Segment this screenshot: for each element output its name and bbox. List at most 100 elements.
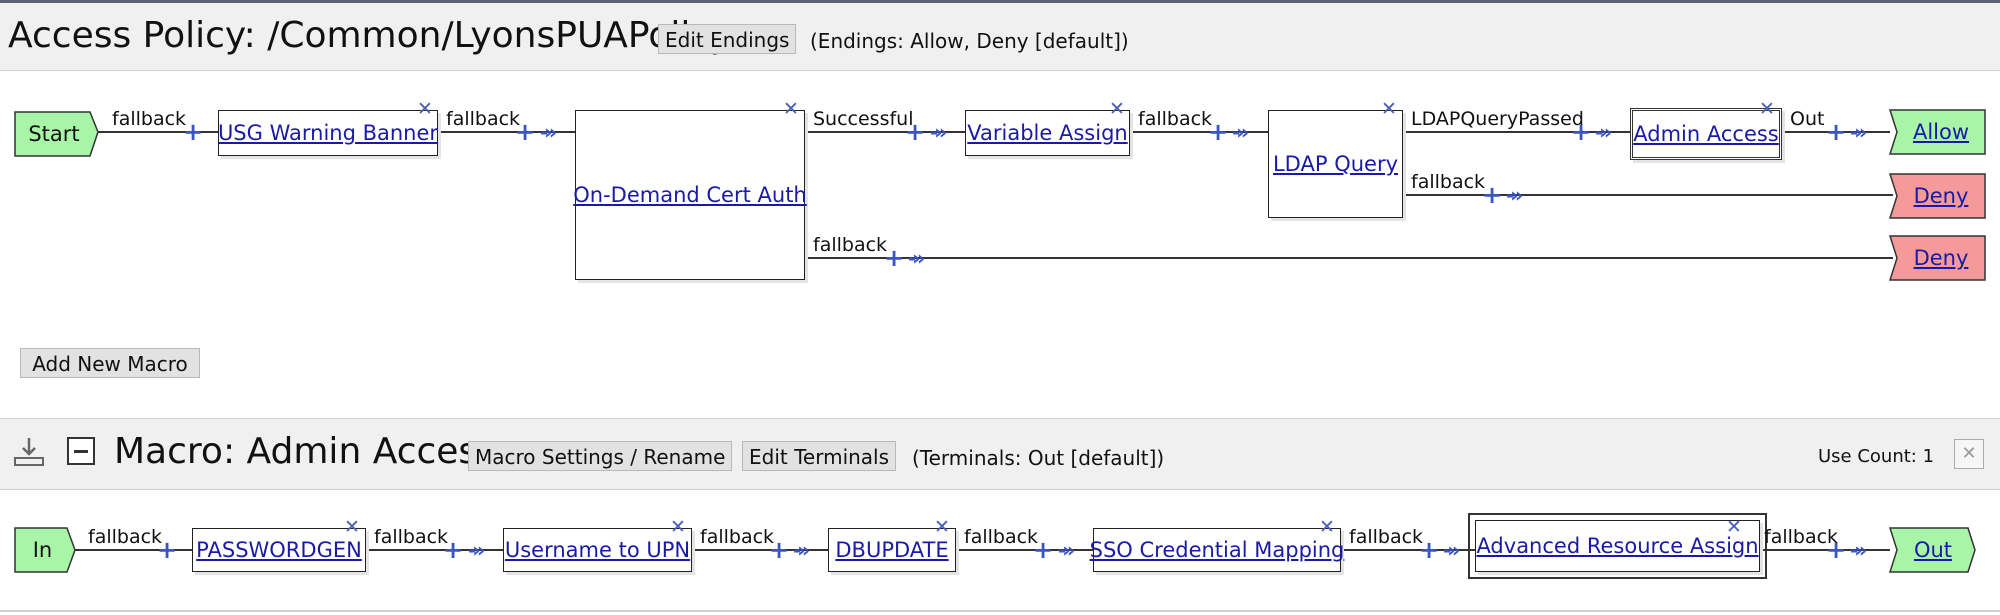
delete-variable-assign-icon[interactable]: ✕ bbox=[1109, 98, 1125, 120]
cert-successful-label: Successful bbox=[813, 108, 914, 130]
node-username-to-upn[interactable]: Username to UPN bbox=[503, 528, 692, 572]
deny-ending-link[interactable]: Deny bbox=[1913, 246, 1969, 270]
delete-upn-icon[interactable]: ✕ bbox=[670, 516, 686, 538]
in-fallback-label: fallback bbox=[88, 526, 163, 548]
export-icon[interactable] bbox=[12, 436, 46, 468]
arrow-icon: -» bbox=[1232, 120, 1249, 144]
close-macro-icon[interactable]: ✕ bbox=[1954, 439, 1984, 469]
admin-access-link[interactable]: Admin Access bbox=[1633, 122, 1779, 146]
username-to-upn-link[interactable]: Username to UPN bbox=[504, 538, 691, 562]
add-item-plus[interactable]: + bbox=[905, 118, 926, 146]
ldap-fallback-label: fallback bbox=[1411, 171, 1486, 193]
add-item-plus[interactable]: + bbox=[157, 536, 178, 564]
deny-ending-link[interactable]: Deny bbox=[1913, 184, 1969, 208]
macro-title: Macro: Admin Access bbox=[114, 431, 496, 472]
ending-deny[interactable]: Deny bbox=[1897, 174, 1985, 218]
node-passwordgen[interactable]: PASSWORDGEN bbox=[192, 528, 366, 572]
node-dbupdate[interactable]: DBUPDATE bbox=[828, 528, 956, 572]
in-terminal-shape bbox=[14, 527, 76, 573]
add-item-plus[interactable]: + bbox=[1571, 118, 1592, 146]
top-border bbox=[0, 0, 2000, 3]
delete-ara-icon[interactable]: ✕ bbox=[1726, 516, 1742, 538]
add-item-plus[interactable]: + bbox=[1419, 536, 1440, 564]
macro-out-terminal[interactable]: Out bbox=[1897, 528, 1969, 572]
arrow-icon: -» bbox=[930, 120, 947, 144]
delete-admin-access-icon[interactable]: ✕ bbox=[1759, 98, 1775, 120]
db-fallback-label: fallback bbox=[964, 526, 1039, 548]
node-sso-credential-mapping[interactable]: SSO Credential Mapping bbox=[1090, 528, 1344, 572]
ending-deny[interactable]: Deny bbox=[1897, 236, 1985, 280]
node-on-demand-cert-auth[interactable]: On-Demand Cert Auth bbox=[573, 110, 807, 280]
edit-terminals-button[interactable]: Edit Terminals bbox=[742, 441, 897, 471]
add-item-plus[interactable]: + bbox=[1826, 118, 1847, 146]
ending-allow[interactable]: Allow bbox=[1897, 110, 1985, 154]
policy-header bbox=[0, 3, 2000, 71]
start-label: Start bbox=[28, 122, 80, 146]
add-item-plus[interactable]: + bbox=[1826, 536, 1847, 564]
sso-fallback-label: fallback bbox=[1349, 526, 1424, 548]
out-terminal-link[interactable]: Out bbox=[1913, 538, 1953, 562]
collapse-minus-icon[interactable] bbox=[67, 437, 95, 465]
edit-endings-button[interactable]: Edit Endings bbox=[658, 24, 797, 54]
node-usg-warning-banner[interactable]: USG Warning Banner bbox=[218, 110, 438, 156]
start-terminal-shape bbox=[14, 111, 99, 157]
add-item-plus[interactable]: + bbox=[769, 536, 790, 564]
usg-warning-banner-link[interactable]: USG Warning Banner bbox=[217, 121, 439, 145]
arrow-icon: -» bbox=[468, 538, 485, 562]
deny-ending-shape-1 bbox=[1888, 173, 1986, 219]
bottom-divider bbox=[0, 610, 2000, 612]
macro-in-terminal: In bbox=[15, 528, 70, 572]
add-item-plus[interactable]: + bbox=[1482, 181, 1503, 209]
terminals-note: (Terminals: Out [default]) bbox=[912, 446, 1165, 470]
delete-ldap-icon[interactable]: ✕ bbox=[1381, 98, 1397, 120]
variable-assign-link[interactable]: Variable Assign bbox=[967, 121, 1128, 145]
add-item-plus[interactable]: + bbox=[884, 244, 905, 272]
delete-passwordgen-icon[interactable]: ✕ bbox=[344, 516, 360, 538]
add-item-plus[interactable]: + bbox=[183, 118, 204, 146]
arrow-icon: -» bbox=[908, 246, 925, 270]
dbupdate-link[interactable]: DBUPDATE bbox=[835, 538, 949, 562]
endings-note: (Endings: Allow, Deny [default]) bbox=[810, 29, 1129, 53]
start-terminal: Start bbox=[15, 112, 93, 156]
ara-fallback-label: fallback bbox=[1764, 526, 1839, 548]
add-item-plus[interactable]: + bbox=[515, 118, 536, 146]
start-fallback-label: fallback bbox=[112, 108, 187, 130]
upn-fallback-label: fallback bbox=[700, 526, 775, 548]
delete-sso-icon[interactable]: ✕ bbox=[1319, 516, 1335, 538]
arrow-icon: -» bbox=[1443, 538, 1460, 562]
use-count: Use Count: 1 bbox=[1818, 446, 1935, 467]
delete-cert-icon[interactable]: ✕ bbox=[783, 98, 799, 120]
add-item-plus[interactable]: + bbox=[443, 536, 464, 564]
add-new-macro-button[interactable]: Add New Macro bbox=[20, 348, 200, 378]
arrow-icon: -» bbox=[1850, 120, 1867, 144]
pwgen-fallback-label: fallback bbox=[374, 526, 449, 548]
allow-ending-link[interactable]: Allow bbox=[1912, 120, 1970, 144]
node-advanced-resource-assign[interactable]: Advanced Resource Assign bbox=[1468, 513, 1767, 579]
var-fallback-label: fallback bbox=[1138, 108, 1213, 130]
ldap-query-link[interactable]: LDAP Query bbox=[1272, 152, 1399, 176]
passwordgen-link[interactable]: PASSWORDGEN bbox=[196, 538, 362, 562]
out-terminal-shape bbox=[1888, 527, 1976, 573]
usg-fallback-label: fallback bbox=[446, 108, 521, 130]
in-label: In bbox=[32, 538, 53, 562]
advanced-resource-assign-link[interactable]: Advanced Resource Assign bbox=[1476, 534, 1759, 558]
arrow-icon: -» bbox=[1506, 183, 1523, 207]
sso-credential-mapping-link[interactable]: SSO Credential Mapping bbox=[1089, 538, 1345, 562]
policy-title: Access Policy: /Common/LyonsPUAPolicy bbox=[8, 15, 732, 56]
delete-dbupdate-icon[interactable]: ✕ bbox=[934, 516, 950, 538]
add-item-plus[interactable]: + bbox=[1208, 118, 1229, 146]
arrow-icon: -» bbox=[793, 538, 810, 562]
deny-ending-shape-2 bbox=[1888, 235, 1986, 281]
admin-out-label: Out bbox=[1790, 108, 1825, 130]
cert-fallback-label: fallback bbox=[813, 234, 888, 256]
macro-settings-button[interactable]: Macro Settings / Rename bbox=[468, 441, 733, 471]
arrow-icon: -» bbox=[540, 120, 557, 144]
node-ldap-query[interactable]: LDAP Query bbox=[1268, 110, 1403, 218]
delete-usg-icon[interactable]: ✕ bbox=[417, 98, 433, 120]
add-item-plus[interactable]: + bbox=[1033, 536, 1054, 564]
node-admin-access-macro[interactable]: Admin Access bbox=[1630, 108, 1782, 160]
node-variable-assign[interactable]: Variable Assign bbox=[965, 110, 1130, 156]
on-demand-cert-auth-link[interactable]: On-Demand Cert Auth bbox=[573, 183, 807, 207]
macro-header bbox=[0, 418, 2000, 490]
